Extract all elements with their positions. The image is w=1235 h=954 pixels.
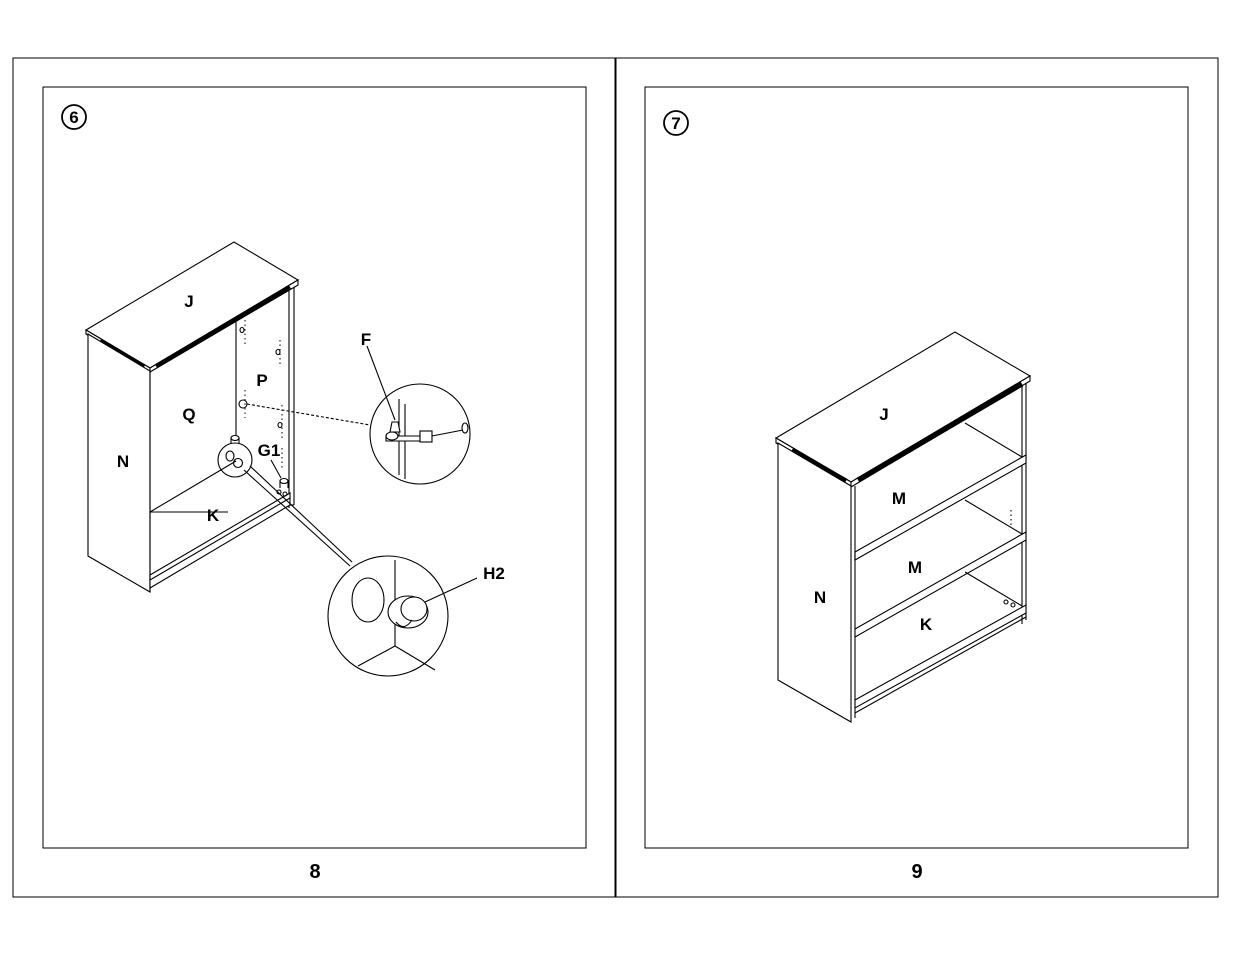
label-top-panel-final: J	[879, 405, 888, 424]
right-illustration-panel	[645, 87, 1188, 848]
svg-text:6: 6	[69, 108, 78, 127]
label-cam: H2	[483, 564, 505, 583]
label-connector: G1	[258, 441, 281, 460]
label-shelf-upper: M	[892, 489, 906, 508]
cam-lock-detail	[328, 556, 477, 676]
label-bottom-panel: K	[207, 506, 220, 525]
shelf-pin-detail	[367, 346, 470, 484]
step-6-badge: 6	[62, 105, 86, 129]
bookcase-finished-drawing	[776, 332, 1030, 722]
label-back-panel-right: P	[256, 371, 267, 390]
label-side-panel: N	[117, 452, 129, 471]
page-number-right: 9	[911, 861, 922, 883]
label-back-panel-left: Q	[182, 405, 195, 424]
label-bottom-panel-final: K	[920, 615, 933, 634]
svg-text:7: 7	[671, 114, 680, 133]
page-number-left: 8	[309, 861, 320, 883]
label-top-panel: J	[184, 292, 193, 311]
right-page-frame	[615, 58, 1218, 897]
step-7-badge: 7	[664, 111, 688, 135]
label-shelf-pin: F	[361, 330, 371, 349]
label-shelf-lower: M	[908, 558, 922, 577]
label-side-panel-final: N	[814, 588, 826, 607]
bookcase-back-assembly-drawing	[86, 242, 370, 592]
